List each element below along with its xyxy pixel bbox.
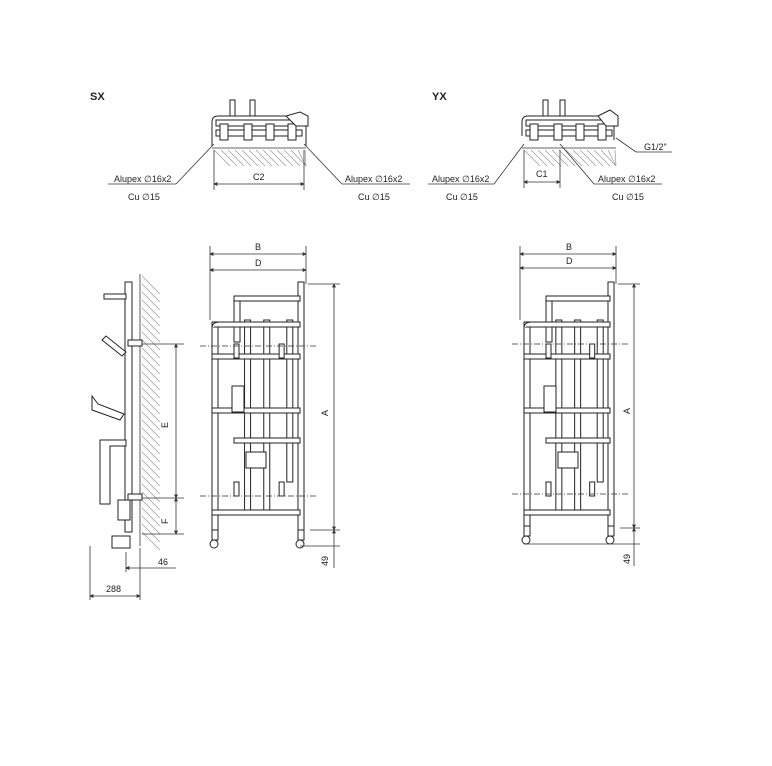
yx-left-cu: Cu ∅15 [446,192,478,202]
yx-title: YX [432,91,447,103]
yx-b-label: B [566,242,572,252]
sx-front-view: B D A 49 [200,242,340,568]
sx-d-label: D [255,258,262,268]
yx-a-label: A [622,408,632,414]
yx-left-alupex: Alupex ∅16x2 [432,174,489,184]
side-e-label: E [160,422,170,428]
sx-49-label: 49 [320,556,330,566]
sx-right-alupex: Alupex ∅16x2 [345,174,402,184]
side-view: E F 46 288 [89,274,184,600]
sx-a-label: A [320,410,330,416]
side-f-label: F [160,518,170,524]
yx-front-view: B D A 49 [512,242,640,566]
yx-right-cu: Cu ∅15 [612,192,644,202]
sx-right-cu: Cu ∅15 [358,192,390,202]
sx-top-wall-hatch [212,147,307,167]
sx-title: SX [90,91,105,103]
yx-49-label: 49 [622,554,632,564]
yx-right-alupex: Alupex ∅16x2 [598,174,655,184]
side-46-label: 46 [158,557,168,567]
c2-label: C2 [253,172,265,182]
sx-left-cu: Cu ∅15 [128,192,160,202]
c1-label: C1 [536,169,548,179]
sx-top-view: C2 Alupex ∅16x2 Cu ∅15 Alupex ∅16x2 Cu ∅… [108,99,410,202]
side-288-label: 288 [106,584,121,594]
yx-thread-label: G1/2" [644,142,667,152]
yx-d-label: D [566,256,573,266]
sx-b-label: B [255,242,261,252]
sx-left-alupex: Alupex ∅16x2 [114,174,171,184]
yx-top-view: C1 Alupex ∅16x2 Cu ∅15 Alupex ∅16x2 Cu ∅… [428,99,672,202]
